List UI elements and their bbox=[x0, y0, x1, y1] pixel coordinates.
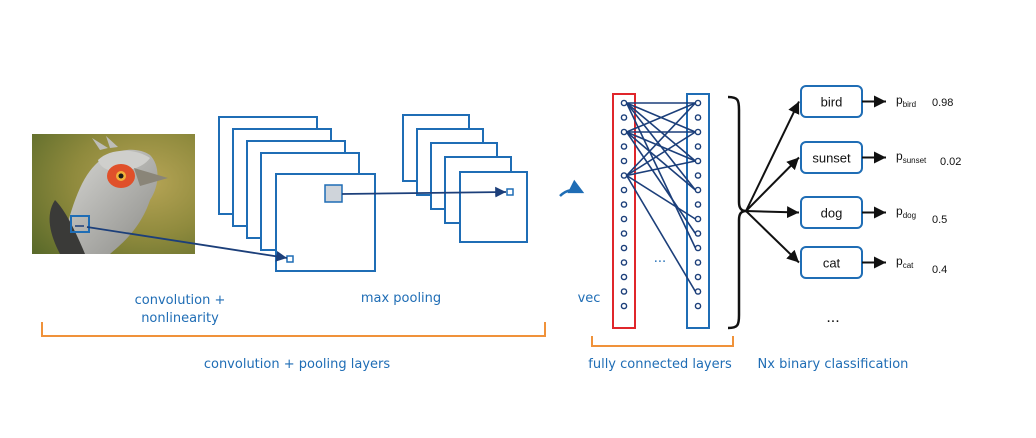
hidden-node bbox=[694, 114, 702, 121]
label-conv-pool-layers: convolution + pooling layers bbox=[204, 357, 391, 372]
vec-node bbox=[620, 114, 628, 121]
receptive-field-box bbox=[70, 215, 90, 233]
pool-arrow bbox=[341, 186, 507, 198]
fc-bracket bbox=[591, 336, 734, 347]
class-label: cat bbox=[823, 256, 841, 271]
class-arrow bbox=[745, 156, 800, 212]
vec-node bbox=[620, 143, 628, 150]
vec-nodes bbox=[620, 99, 628, 310]
class-arrow bbox=[745, 210, 800, 264]
vec-node bbox=[620, 157, 628, 165]
pooling-window bbox=[324, 184, 343, 203]
hidden-node bbox=[694, 259, 702, 266]
pool-output-cell bbox=[506, 188, 514, 196]
prob-label: pdog bbox=[896, 204, 916, 220]
class-label: sunset bbox=[812, 151, 851, 166]
prob-label: psunset bbox=[896, 149, 927, 165]
conv-pool-bracket bbox=[41, 322, 546, 337]
hidden-node bbox=[694, 99, 702, 107]
label-fully-connected: fully connected layers bbox=[588, 357, 732, 372]
vec-node bbox=[620, 99, 628, 107]
classes-ellipsis: ... bbox=[826, 309, 839, 326]
hidden-node bbox=[694, 201, 702, 208]
vec-node bbox=[620, 288, 628, 295]
vec-node bbox=[620, 302, 628, 310]
vec-node bbox=[620, 172, 628, 179]
prob-value: 0.4 bbox=[932, 264, 947, 276]
hidden-node bbox=[694, 230, 702, 237]
class-arrow bbox=[745, 101, 800, 212]
prob-label: pcat bbox=[896, 254, 914, 270]
prob-value: 0.5 bbox=[932, 214, 947, 226]
vec-node bbox=[620, 273, 628, 281]
hidden-node bbox=[694, 128, 702, 136]
fc-connection bbox=[626, 131, 696, 191]
prob-value: 0.02 bbox=[940, 156, 961, 168]
hidden-node bbox=[694, 244, 702, 252]
hidden-ellipsis: ... bbox=[654, 251, 666, 266]
label-nx-binary: Nx binary classification bbox=[758, 357, 909, 372]
hidden-node bbox=[694, 273, 702, 281]
fc-connection bbox=[626, 102, 696, 133]
hidden-node bbox=[694, 288, 702, 295]
hidden-node bbox=[694, 172, 702, 179]
output-bracket bbox=[727, 95, 747, 330]
hidden-node bbox=[694, 215, 702, 223]
vec-node bbox=[620, 128, 628, 136]
vec-node bbox=[620, 259, 628, 266]
pooled-feature-maps bbox=[402, 114, 528, 243]
hidden-column bbox=[686, 93, 710, 329]
vec-column bbox=[612, 93, 636, 329]
conv-arrow bbox=[86, 226, 288, 262]
hidden-node bbox=[694, 157, 702, 165]
hidden-nodes bbox=[694, 99, 702, 310]
conv-output-cell bbox=[286, 255, 294, 263]
fc-connection bbox=[626, 131, 696, 177]
pooled-map-5 bbox=[459, 171, 528, 243]
fc-connection bbox=[625, 102, 697, 249]
fc-connection bbox=[625, 102, 697, 191]
outputs: bird pbird 0.98 sunset psunset 0.02 dog pdog 0.5… bbox=[745, 85, 961, 279]
hidden-node bbox=[694, 143, 702, 150]
fc-connection bbox=[626, 102, 696, 177]
convolution-feature-maps bbox=[218, 116, 376, 272]
input-image bbox=[32, 134, 195, 254]
vec-node bbox=[620, 186, 628, 194]
class-label: bird bbox=[821, 95, 843, 110]
hidden-node bbox=[694, 186, 702, 194]
fc-connections bbox=[625, 102, 697, 292]
label-convolution: convolution + bbox=[135, 293, 226, 308]
fc-connection bbox=[625, 175, 697, 292]
label-vec: vec bbox=[578, 291, 601, 306]
class-arrow bbox=[745, 206, 800, 219]
prob-value: 0.98 bbox=[932, 97, 953, 109]
fc-connection bbox=[625, 131, 697, 234]
label-nonlinearity: nonlinearity bbox=[141, 311, 219, 326]
fc-connection bbox=[626, 160, 696, 177]
curved-arrow-icon bbox=[559, 179, 585, 197]
fc-connection bbox=[626, 174, 696, 220]
label-max-pooling: max pooling bbox=[361, 291, 441, 306]
vec-node bbox=[620, 201, 628, 208]
vec-node bbox=[620, 215, 628, 223]
class-label: dog bbox=[821, 206, 843, 221]
vec-node bbox=[620, 244, 628, 252]
prob-label: pbird bbox=[896, 93, 916, 109]
vec-node bbox=[620, 230, 628, 237]
hidden-node bbox=[694, 302, 702, 310]
